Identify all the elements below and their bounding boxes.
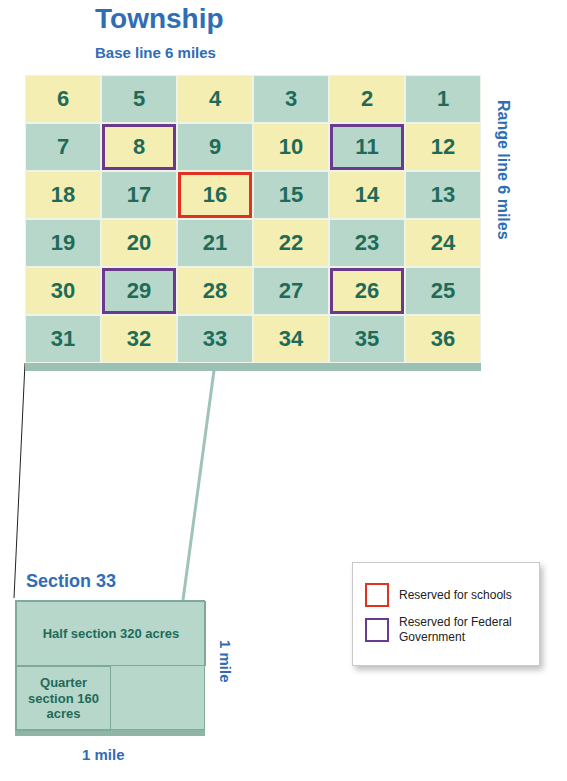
range-line-label: Range line 6 miles bbox=[494, 100, 512, 240]
section-cell: 21 bbox=[177, 219, 253, 267]
section-number: 17 bbox=[127, 182, 151, 208]
section-number: 10 bbox=[279, 134, 303, 160]
legend-row: Reserved for schools bbox=[365, 583, 527, 607]
legend-text: Reserved for schools bbox=[399, 588, 512, 603]
township-grid: Township65432178910111218171615141319202… bbox=[25, 75, 481, 363]
section-number: 30 bbox=[51, 278, 75, 304]
section-cell: 16 bbox=[177, 171, 253, 219]
section-number: 9 bbox=[209, 134, 221, 160]
section-cell: 23 bbox=[329, 219, 405, 267]
section-cell: 15 bbox=[253, 171, 329, 219]
section-number: 16 bbox=[203, 182, 227, 208]
quarter-section: Quarter section 160 acres bbox=[16, 666, 111, 731]
section-number: 5 bbox=[133, 86, 145, 112]
section-cell: 6 bbox=[25, 75, 101, 123]
legend-swatch bbox=[365, 583, 389, 607]
section-cell: 8 bbox=[101, 123, 177, 171]
section-number: 7 bbox=[57, 134, 69, 160]
section-number: 31 bbox=[51, 326, 75, 352]
section-number: 11 bbox=[355, 134, 378, 160]
section-number: 18 bbox=[51, 182, 75, 208]
dimension-label: 1 mile bbox=[82, 746, 125, 763]
section-cell: 35 bbox=[329, 315, 405, 363]
section-number: 3 bbox=[285, 86, 297, 112]
section-cell: 25 bbox=[405, 267, 481, 315]
section-cell: 29 bbox=[101, 267, 177, 315]
section-number: 13 bbox=[431, 182, 455, 208]
section-number: 29 bbox=[127, 278, 151, 304]
section-number: 15 bbox=[279, 182, 303, 208]
section-number: 2 bbox=[361, 86, 373, 112]
base-line-label: Base line 6 miles bbox=[95, 44, 216, 61]
section-cell: 10 bbox=[253, 123, 329, 171]
section-cell: 19 bbox=[25, 219, 101, 267]
section-cell: 34 bbox=[253, 315, 329, 363]
section-cell: 22 bbox=[253, 219, 329, 267]
section-number: 33 bbox=[203, 326, 227, 352]
section-number: 24 bbox=[431, 230, 455, 256]
section-cell: 13 bbox=[405, 171, 481, 219]
section-cell: 11 bbox=[329, 123, 405, 171]
section-number: 28 bbox=[203, 278, 227, 304]
section-cell: 33 bbox=[177, 315, 253, 363]
section-number: 36 bbox=[431, 326, 455, 352]
section-number: 19 bbox=[51, 230, 75, 256]
section-number: 23 bbox=[355, 230, 379, 256]
area-label: Quarter section 160 acres bbox=[21, 675, 106, 722]
legend-text: Reserved for Federal Government bbox=[399, 615, 527, 645]
legend-box: Reserved for schoolsReserved for Federal… bbox=[352, 562, 540, 666]
section-number: 32 bbox=[127, 326, 151, 352]
section-cell: 26 bbox=[329, 267, 405, 315]
section-cell: 14 bbox=[329, 171, 405, 219]
half-section: Half section 320 acres bbox=[16, 601, 206, 666]
section-cell: 5 bbox=[101, 75, 177, 123]
section-number: 12 bbox=[431, 134, 455, 160]
section-cell: 30 bbox=[25, 267, 101, 315]
dimension-label: 1 mile bbox=[217, 640, 234, 683]
section-cell: 1 bbox=[405, 75, 481, 123]
section-number: 26 bbox=[355, 278, 379, 304]
legend-swatch bbox=[365, 618, 389, 642]
section-cell: 18 bbox=[25, 171, 101, 219]
section-cell: 7 bbox=[25, 123, 101, 171]
section-cell: 24 bbox=[405, 219, 481, 267]
zoom-connector bbox=[183, 363, 215, 600]
section-cell: 28 bbox=[177, 267, 253, 315]
section-number: 22 bbox=[279, 230, 303, 256]
section-cell: 31 bbox=[25, 315, 101, 363]
area-label: Half section 320 acres bbox=[43, 626, 180, 642]
section-cell: 27 bbox=[253, 267, 329, 315]
section-number: 34 bbox=[279, 326, 303, 352]
section-number: 6 bbox=[57, 86, 69, 112]
section-cell: 17 bbox=[101, 171, 177, 219]
section-number: 4 bbox=[209, 86, 221, 112]
section-number: 35 bbox=[355, 326, 379, 352]
section-cell: 9 bbox=[177, 123, 253, 171]
section-number: 21 bbox=[203, 230, 227, 256]
section-cell: 3 bbox=[253, 75, 329, 123]
zoom-leader-line bbox=[14, 363, 25, 598]
section-cell: 20 bbox=[101, 219, 177, 267]
township-title: Township bbox=[95, 3, 224, 35]
section-number: 8 bbox=[133, 134, 145, 160]
legend-row: Reserved for Federal Government bbox=[365, 615, 527, 645]
section-number: 25 bbox=[431, 278, 455, 304]
section-number: 14 bbox=[355, 182, 379, 208]
section-number: 27 bbox=[279, 278, 303, 304]
section-number: 1 bbox=[437, 86, 449, 112]
section-number: 20 bbox=[127, 230, 151, 256]
section-cell: 32 bbox=[101, 315, 177, 363]
inset-title: Section 33 bbox=[26, 571, 116, 592]
section-cell: 36 bbox=[405, 315, 481, 363]
section-cell: 12 bbox=[405, 123, 481, 171]
section-cell: 4 bbox=[177, 75, 253, 123]
section-cell: 2 bbox=[329, 75, 405, 123]
section-inset: Section 33Half section 320 acresQuarter … bbox=[15, 600, 205, 730]
